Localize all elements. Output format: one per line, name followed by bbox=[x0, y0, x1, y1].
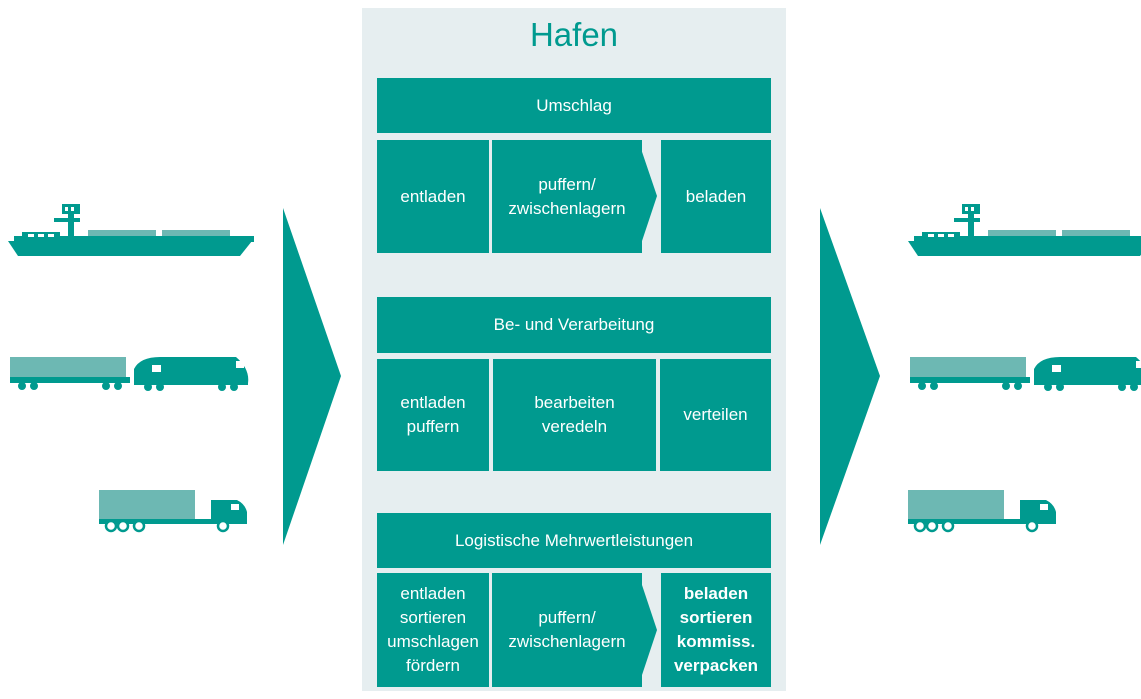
cell-entladen: entladen bbox=[377, 140, 489, 253]
train-icon bbox=[910, 357, 1141, 391]
arrow-in-icon bbox=[283, 208, 341, 545]
cell-beladen: beladen bbox=[661, 140, 771, 253]
cell-puffern-zwischenlagern: puffern/ zwischenlagern bbox=[492, 140, 642, 253]
cell-entladen-sortieren: entladen sortieren umschlagen fördern bbox=[377, 573, 489, 687]
cell-verteilen: verteilen bbox=[660, 359, 771, 471]
section-header-mehrwert: Logistische Mehrwertleistungen bbox=[377, 513, 771, 568]
cell-beladen-verpacken: beladen sortieren kommiss. verpacken bbox=[661, 573, 771, 687]
ship-icon bbox=[8, 204, 254, 256]
truck-icon bbox=[99, 490, 247, 533]
truck-icon bbox=[908, 490, 1056, 533]
diagram-title: Hafen bbox=[529, 16, 619, 53]
section-header-umschlag: Umschlag bbox=[377, 78, 771, 133]
arrow-out-icon bbox=[820, 208, 880, 545]
cell-bearbeiten-veredeln: bearbeiten veredeln bbox=[493, 359, 656, 471]
cell-puffern-zwischenlagern-2: puffern/ zwischenlagern bbox=[492, 573, 642, 687]
section-header-verarbeitung: Be- und Verarbeitung bbox=[377, 297, 771, 353]
cell-entladen-puffern: entladen puffern bbox=[377, 359, 489, 471]
train-icon bbox=[10, 357, 249, 391]
ship-icon bbox=[908, 204, 1141, 256]
